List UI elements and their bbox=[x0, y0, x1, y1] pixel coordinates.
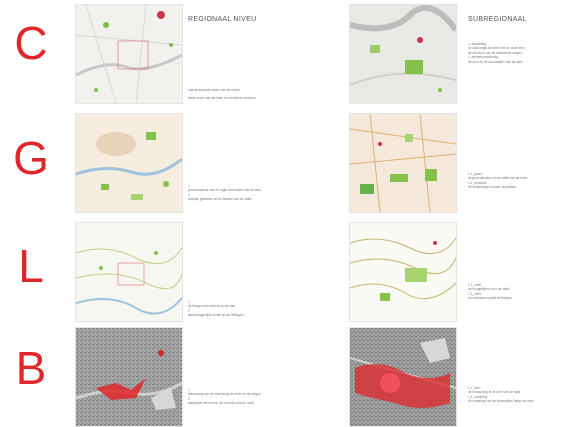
map-g-regional bbox=[75, 113, 183, 213]
text-g-right: 1.1_groen de groenstructuur in de vallei… bbox=[468, 172, 576, 190]
text-g-left-4: bosrijke gebieden op de flanken van de v… bbox=[188, 197, 252, 202]
text-b-left-4: verspreide kernen op de heuvels rond de … bbox=[188, 401, 255, 406]
text-g-right-1: 1.1_groen bbox=[468, 172, 483, 176]
text-b-right-3: 1.2_verdeling bbox=[468, 394, 488, 399]
text-c-right: 1. aanleiding de stad langs de rivier me… bbox=[468, 42, 576, 64]
text-c-left-1: cultuurhistorisch kader van de streek bbox=[188, 88, 240, 92]
map-g-subregional bbox=[349, 113, 457, 213]
text-g-left-1: 1 bbox=[188, 184, 190, 188]
text-l-left: 1 de bergen met uitzicht op de stad 2 la… bbox=[188, 300, 313, 318]
text-c-right-1: 1. aanleiding bbox=[468, 42, 487, 46]
text-b-left: 1 bebouwing van de stad langs de rivier … bbox=[188, 388, 313, 406]
text-c-right-4: 2. stedenbouwkundig bbox=[468, 55, 499, 60]
text-c-right-5: de kern en de woonwijken van de stad bbox=[468, 59, 523, 64]
text-b-right: 1.1_kern de bebouwing in de kern van de … bbox=[468, 386, 576, 404]
map-l-regional bbox=[75, 222, 183, 322]
text-l-right-3: 1.2_zicht bbox=[468, 291, 481, 296]
row-letter-g: G bbox=[13, 132, 49, 184]
map-b-regional bbox=[75, 327, 183, 427]
map-b-subregional bbox=[349, 327, 457, 427]
text-l-left-3: 2 bbox=[188, 308, 190, 313]
text-l-left-1: 1 bbox=[188, 300, 190, 304]
text-c-left: cultuurhistorisch kader van de streek st… bbox=[188, 88, 313, 101]
map-c-regional bbox=[75, 4, 183, 104]
left-heading: REGIONAAL NIVEU bbox=[188, 16, 257, 23]
text-g-right-2: de groenstructuur in de vallei van de ri… bbox=[468, 176, 528, 181]
text-l-right-1: 1.1_reliëf bbox=[468, 283, 482, 287]
text-b-right-2: de bebouwing in de kern van de stad bbox=[468, 390, 521, 395]
text-l-right-2: de hoogtelijnen rond de vallei bbox=[468, 287, 510, 292]
text-l-left-2: de bergen met uitzicht op de stad bbox=[188, 304, 236, 309]
map-l-subregional bbox=[349, 222, 457, 322]
text-b-right-4: de verdeling van de woonwijken langs de … bbox=[468, 399, 534, 404]
text-c-left-2: steile oever van de rivier, en verdeelde… bbox=[188, 96, 256, 101]
text-l-right: 1.1_reliëf de hoogtelijnen rond de valle… bbox=[468, 283, 576, 301]
row-letter-c: C bbox=[14, 17, 48, 69]
text-g-left-2: groenstructuur van de regio verbonden me… bbox=[188, 188, 261, 193]
text-g-right-4: de verbindingen tussen de parken bbox=[468, 185, 517, 190]
text-l-left-4: landschappelijke zones op de hellingen bbox=[188, 313, 244, 318]
text-l-right-4: de zichtassen vanaf de flanken bbox=[468, 296, 512, 301]
text-g-left: 1 groenstructuur van de regio verbonden … bbox=[188, 184, 313, 202]
text-b-left-1: 1 bbox=[188, 388, 190, 392]
text-c-right-3: de structuur van de historische wegen bbox=[468, 50, 522, 55]
right-heading: SUBREGIONAAL bbox=[468, 16, 527, 23]
map-c-subregional bbox=[349, 4, 457, 104]
text-b-left-3: 2 bbox=[188, 396, 190, 401]
row-letter-l: L bbox=[18, 240, 44, 292]
text-c-right-2: de stad langs de rivier met de oude kern bbox=[468, 46, 525, 51]
row-letter-b: B bbox=[15, 342, 47, 394]
text-g-right-3: 1.2_structuur bbox=[468, 180, 487, 185]
text-b-left-2: bebouwing van de stad langs de rivier en… bbox=[188, 392, 261, 397]
text-g-left-3: 2 bbox=[188, 192, 190, 197]
text-b-right-1: 1.1_kern bbox=[468, 386, 481, 390]
